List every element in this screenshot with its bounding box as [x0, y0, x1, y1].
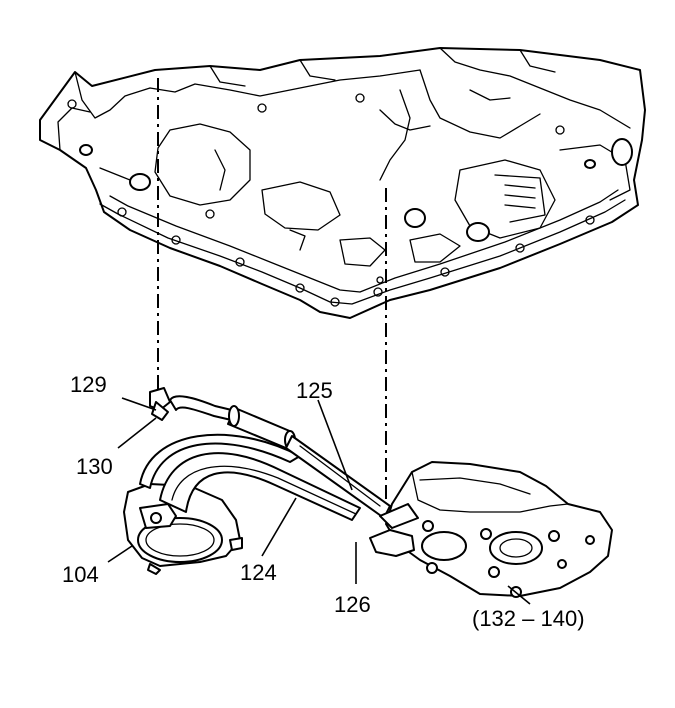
- filter-assembly: [123, 433, 361, 575]
- callout-130: 130: [76, 454, 113, 479]
- transmission-case: [39, 47, 646, 319]
- callout-124: 124: [240, 560, 277, 585]
- callout-125: 125: [296, 378, 333, 403]
- tube-assembly: [149, 387, 391, 519]
- callout-104: 104: [62, 562, 99, 587]
- callout-129: 129: [70, 372, 107, 397]
- leader-lines: [107, 397, 531, 605]
- callout-132-140: (132 – 140): [472, 606, 585, 631]
- valve-body-assembly: [369, 461, 613, 598]
- callout-126: 126: [334, 592, 371, 617]
